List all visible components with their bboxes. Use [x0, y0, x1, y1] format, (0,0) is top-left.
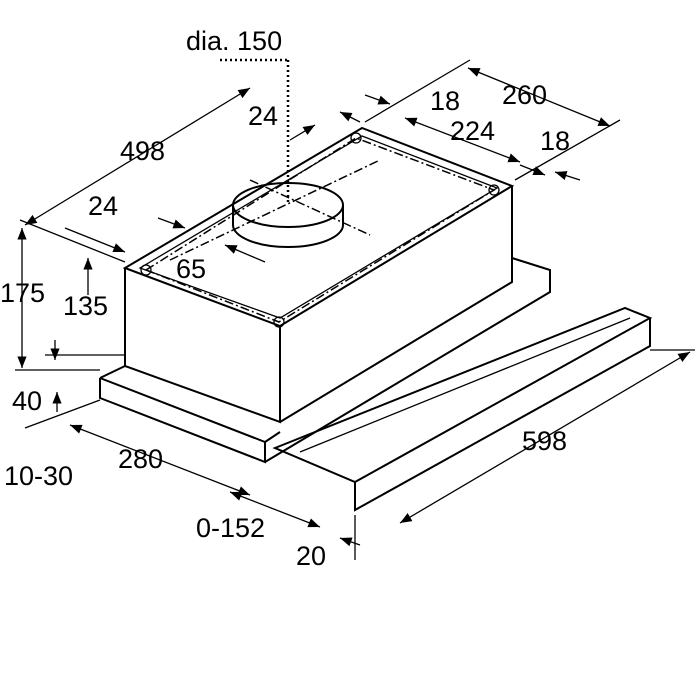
- label-drawer-front: 20: [296, 541, 326, 571]
- label-duct-offset-front: 65: [176, 254, 206, 284]
- label-duct-offset-back: 24: [248, 101, 278, 131]
- label-side-offset: 18: [540, 126, 570, 156]
- label-side-inset: 24: [88, 191, 118, 221]
- screw-icon: [350, 132, 362, 144]
- base-plate: [99, 257, 551, 464]
- dimension-lines: [15, 59, 695, 560]
- mounting-pattern: [144, 137, 496, 323]
- duct-collar: [169, 58, 381, 261]
- drawer-front: [354, 318, 651, 512]
- label-height-base: 40: [12, 386, 42, 416]
- label-height-body: 135: [63, 291, 108, 321]
- label-rear-offset: 18: [430, 86, 460, 116]
- screw-icon: [273, 316, 285, 328]
- body-front-face: [124, 268, 281, 424]
- screw-icon: [140, 264, 152, 276]
- screw-icon: [488, 184, 500, 196]
- label-height-total: 175: [0, 278, 45, 308]
- label-wall-gap: 10-30: [4, 461, 73, 491]
- body-right-face: [279, 186, 513, 423]
- label-width-body: 498: [120, 136, 165, 166]
- label-duct-diameter: dia. 150: [186, 26, 282, 56]
- drawer-top: [272, 306, 653, 484]
- label-bracket-depth: 224: [450, 116, 495, 146]
- label-depth-total: 260: [502, 80, 547, 110]
- label-width-total: 598: [522, 426, 567, 456]
- label-depth-body: 280: [118, 444, 163, 474]
- label-drawer-extension: 0-152: [196, 513, 265, 543]
- dimension-labels: dia. 150 260 18 224 18 24 498 24 65 175 …: [0, 26, 570, 571]
